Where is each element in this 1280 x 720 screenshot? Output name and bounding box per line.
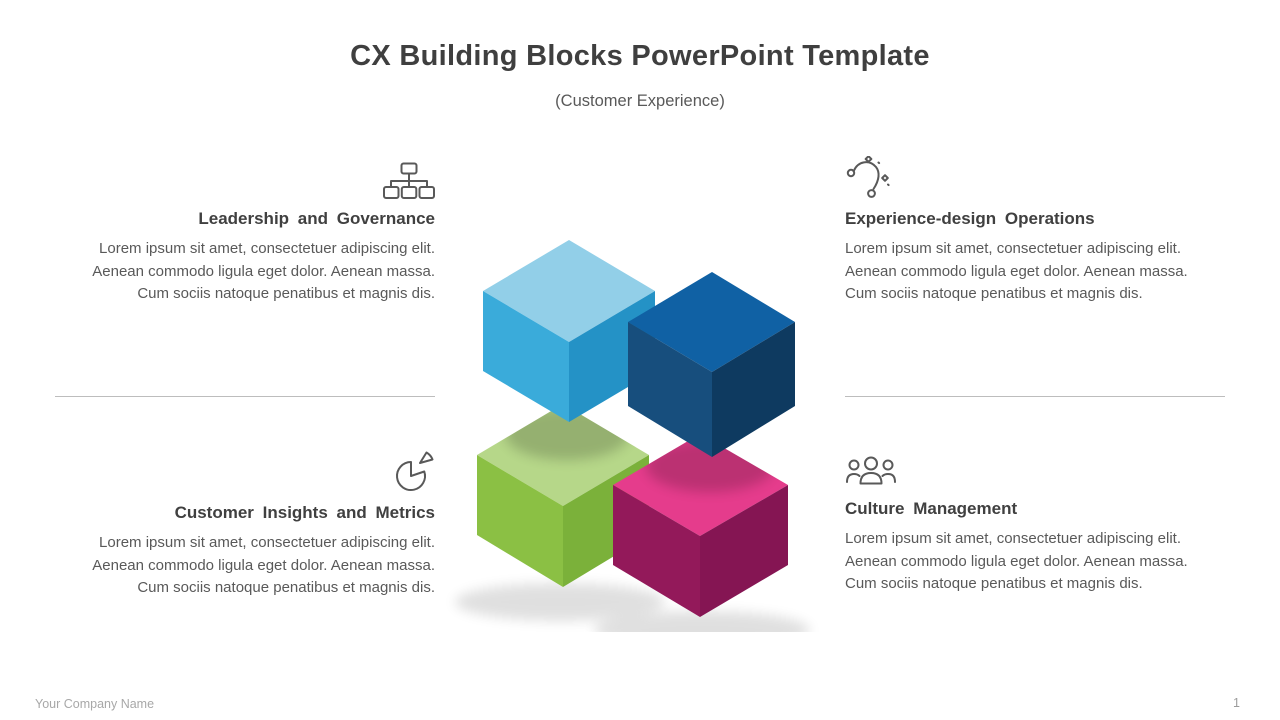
footer-page-number: 1 bbox=[1233, 696, 1240, 710]
cube-dark-blue-top bbox=[628, 272, 795, 372]
section-title: Experience-design Operations bbox=[845, 209, 1095, 228]
cube-dark-blue-right bbox=[712, 322, 795, 457]
section-icon-row bbox=[845, 156, 1225, 200]
section-icon-row bbox=[55, 156, 435, 200]
org-chart-icon bbox=[383, 162, 435, 199]
ground-shadow bbox=[594, 611, 810, 632]
section-body: Lorem ipsum sit amet, consectetuer adipi… bbox=[92, 240, 435, 302]
page-subtitle: (Customer Experience) bbox=[555, 92, 725, 110]
divider-right bbox=[845, 396, 1225, 397]
section-experience-design-operations: Experience-design Operations Lorem ipsum… bbox=[845, 156, 1225, 306]
section-title: Leadership and Governance bbox=[198, 209, 435, 228]
cube-light-blue-left bbox=[483, 291, 569, 422]
building-blocks-graphic bbox=[455, 240, 810, 632]
section-body: Lorem ipsum sit amet, consectetuer adipi… bbox=[845, 530, 1188, 592]
section-icon-row bbox=[55, 450, 435, 494]
cube-green-left bbox=[477, 455, 563, 587]
page-title: CX Building Blocks PowerPoint Template bbox=[350, 40, 930, 72]
section-body: Lorem ipsum sit amet, consectetuer adipi… bbox=[845, 240, 1188, 302]
cube-magenta-left bbox=[613, 485, 700, 617]
section-icon-row bbox=[845, 446, 1225, 490]
section-body: Lorem ipsum sit amet, consectetuer adipi… bbox=[92, 534, 435, 596]
divider-left bbox=[55, 396, 435, 397]
section-customer-insights-metrics: Customer Insights and Metrics Lorem ipsu… bbox=[55, 450, 435, 600]
cube-dark-blue-left bbox=[628, 322, 712, 457]
cube-magenta-right bbox=[700, 485, 788, 617]
people-group-icon bbox=[846, 456, 896, 485]
pie-chart-icon bbox=[396, 451, 434, 491]
section-title: Customer Insights and Metrics bbox=[174, 503, 435, 522]
section-culture-management: Culture Management Lorem ipsum sit amet,… bbox=[845, 446, 1225, 596]
bezier-curve-icon bbox=[846, 156, 890, 198]
ground-shadow bbox=[455, 583, 665, 621]
section-title: Culture Management bbox=[845, 499, 1018, 518]
footer-company-name: Your Company Name bbox=[35, 697, 155, 711]
cube-dark-blue bbox=[628, 272, 795, 457]
section-leadership-governance: Leadership and Governance Lorem ipsum si… bbox=[55, 156, 435, 306]
